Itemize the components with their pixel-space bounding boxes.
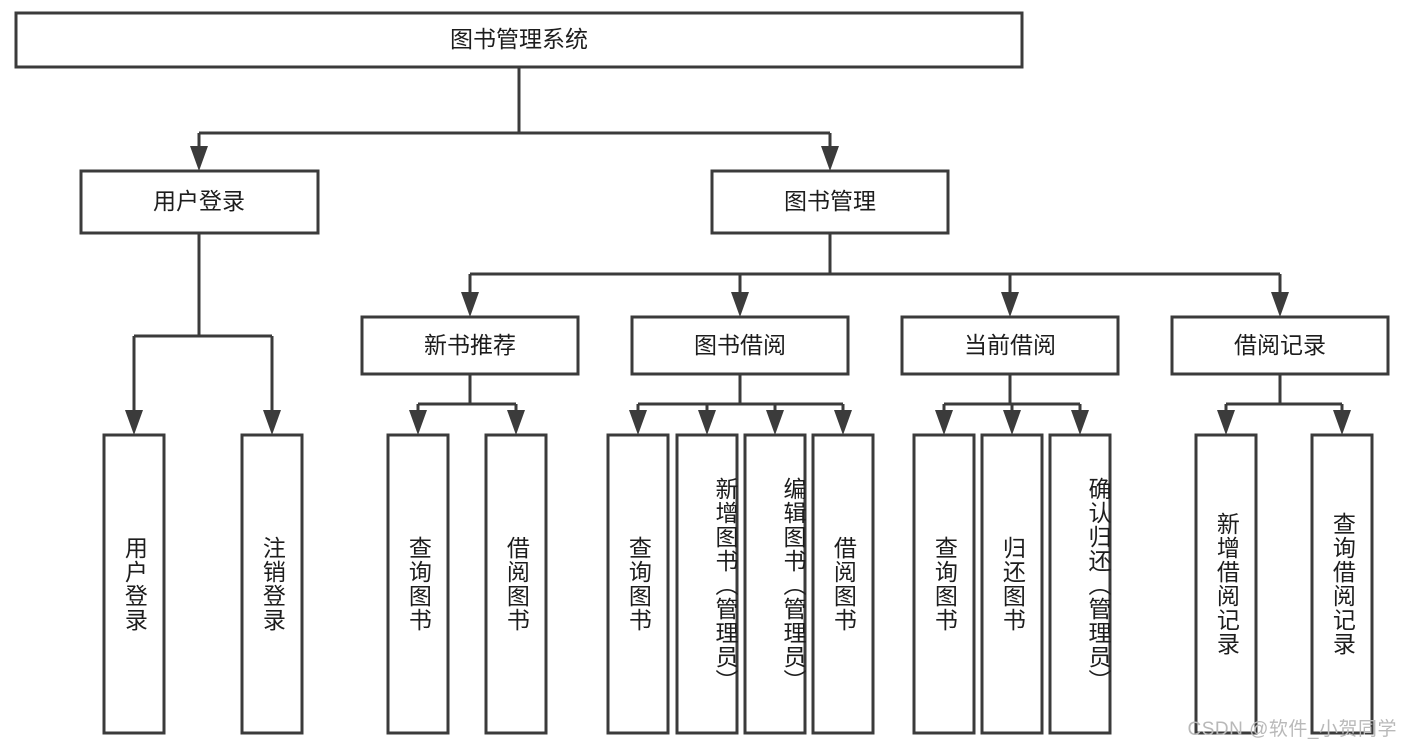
arrow-head-leaf-user-logout — [263, 410, 281, 435]
node-root[interactable]: 图书管理系统 — [14, 11, 1024, 69]
node-leaf-user-logout-box[interactable] — [240, 433, 304, 735]
node-new-book-rec[interactable]: 新书推荐 — [360, 315, 580, 376]
node-leaf-query-book-1-box[interactable] — [386, 433, 450, 735]
node-leaf-query-book-2-box[interactable] — [606, 433, 670, 735]
node-leaf-add-record-box[interactable] — [1194, 433, 1258, 735]
node-root-label: 图书管理系统 — [450, 26, 588, 52]
node-user-login[interactable]: 用户登录 — [79, 169, 320, 235]
arrow-head-leaf-query-record — [1333, 410, 1351, 435]
arrow-head-book-manage — [821, 146, 839, 171]
connector-group-new-book-rec — [409, 374, 525, 435]
csdn-watermark: CSDN @软件_小贺同学 — [1187, 719, 1397, 740]
arrow-head-borrow-record — [1271, 292, 1289, 317]
node-book-borrow[interactable]: 图书借阅 — [630, 315, 850, 376]
node-new-book-rec-box[interactable] — [360, 315, 580, 376]
arrow-head-book-borrow — [731, 292, 749, 317]
connector-group-borrow-record — [1217, 374, 1351, 435]
arrow-head-leaf-return-book — [1003, 410, 1021, 435]
arrow-head-leaf-query-book-2 — [629, 410, 647, 435]
node-book-manage[interactable]: 图书管理 — [710, 169, 950, 235]
node-book-manage-box[interactable] — [710, 169, 950, 235]
node-leaf-query-record-box[interactable] — [1310, 433, 1374, 735]
node-leaf-return-book-box[interactable] — [980, 433, 1044, 735]
connector-group-root — [190, 67, 839, 171]
arrow-head-new-book-rec — [461, 292, 479, 317]
node-borrow-record-box[interactable] — [1170, 315, 1390, 376]
connector-group-user-login — [125, 233, 281, 435]
node-current-borrow-label: 当前借阅 — [964, 332, 1056, 358]
connector-group-current-borrow — [935, 374, 1089, 435]
node-borrow-record[interactable]: 借阅记录 — [1170, 315, 1390, 376]
node-root-box[interactable] — [14, 11, 1024, 69]
arrow-head-leaf-edit-book — [766, 410, 784, 435]
arrow-head-leaf-borrow-book-2 — [834, 410, 852, 435]
node-current-borrow[interactable]: 当前借阅 — [900, 315, 1120, 376]
arrow-head-leaf-add-book — [698, 410, 716, 435]
node-new-book-rec-label: 新书推荐 — [424, 332, 516, 358]
leaf-boxes — [102, 433, 1374, 735]
arrow-head-leaf-query-book-3 — [935, 410, 953, 435]
arrow-head-user-login — [190, 146, 208, 171]
arrow-head-leaf-add-record — [1217, 410, 1235, 435]
arrow-head-leaf-query-book-1 — [409, 410, 427, 435]
connector-group-book-manage — [461, 233, 1289, 317]
node-leaf-borrow-book-2-box[interactable] — [811, 433, 875, 735]
node-current-borrow-box[interactable] — [900, 315, 1120, 376]
node-leaf-user-login-box[interactable] — [102, 433, 166, 735]
arrow-head-leaf-borrow-book-1 — [507, 410, 525, 435]
arrow-head-leaf-user-login — [125, 410, 143, 435]
node-leaf-add-book-box[interactable] — [675, 433, 739, 735]
node-book-borrow-box[interactable] — [630, 315, 850, 376]
node-user-login-label: 用户登录 — [153, 188, 245, 214]
node-leaf-query-book-3-box[interactable] — [912, 433, 976, 735]
node-leaf-edit-book-box[interactable] — [743, 433, 807, 735]
connector-group-book-borrow — [629, 374, 852, 435]
node-user-login-box[interactable] — [79, 169, 320, 235]
node-leaf-borrow-book-1-box[interactable] — [484, 433, 548, 735]
arrow-head-leaf-confirm-return — [1071, 410, 1089, 435]
arrow-head-current-borrow — [1001, 292, 1019, 317]
node-book-manage-label: 图书管理 — [784, 188, 876, 214]
node-leaf-confirm-return-box[interactable] — [1048, 433, 1112, 735]
node-borrow-record-label: 借阅记录 — [1234, 332, 1326, 358]
node-book-borrow-label: 图书借阅 — [694, 332, 786, 358]
